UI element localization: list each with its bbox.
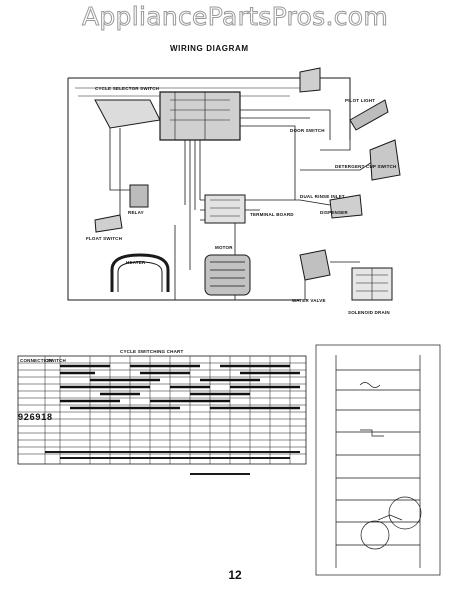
door-switch — [299, 67, 321, 93]
diagram-title: WIRING DIAGRAM — [170, 44, 249, 53]
chart-id: 926918 — [18, 412, 53, 422]
watermark-logo: AppliancePartsPros.com — [81, 2, 389, 32]
label-relay: RELAY — [128, 210, 144, 215]
chart-bars — [60, 364, 300, 410]
water-valve — [299, 249, 331, 281]
motor-body — [204, 254, 251, 296]
label-dispenser: DISPENSER — [320, 210, 348, 215]
chart-col-switch: SWITCH — [47, 358, 66, 363]
ladder-schematic — [315, 344, 441, 576]
float-switch — [94, 214, 123, 233]
dual-rinse-inlet — [329, 194, 363, 219]
terminal-board — [204, 194, 246, 224]
detergent-cup-switch — [369, 139, 401, 181]
label-pilot-light: PILOT LIGHT — [345, 98, 376, 103]
cycle-selector-switch — [94, 99, 161, 129]
harness-outer-top — [68, 77, 351, 140]
heater-element — [110, 253, 170, 292]
harness-outer-left — [67, 78, 300, 301]
timer-symbol — [388, 496, 422, 530]
label-motor: MOTOR — [215, 245, 233, 250]
page-number: 12 — [228, 568, 242, 582]
label-dual-rinse: DUAL RINSE INLET — [300, 194, 345, 199]
label-water-valve: WATER VALVE — [292, 298, 326, 303]
cycle-switching-chart — [17, 355, 307, 465]
label-solenoid-drain: SOLENOID DRAIN — [348, 310, 390, 315]
timer-motor-block — [159, 91, 241, 141]
label-terminal-board: TERMINAL BOARD — [250, 212, 294, 217]
label-door-switch: DOOR SWITCH — [290, 128, 325, 133]
label-float-switch: FLOAT SWITCH — [86, 236, 123, 241]
relay-box — [129, 184, 149, 208]
chart-header: CYCLE SWITCHING CHART — [120, 349, 184, 354]
chart-col-connection: CONNECTION — [20, 358, 53, 363]
label-heater: HEATER — [126, 260, 146, 265]
motor-symbol — [360, 520, 390, 550]
label-cycle-selector: CYCLE SELECTOR SWITCH — [95, 86, 160, 91]
label-detergent-cup: DETERGENT CUP SWITCH — [335, 164, 397, 169]
pilot-light — [349, 99, 389, 131]
